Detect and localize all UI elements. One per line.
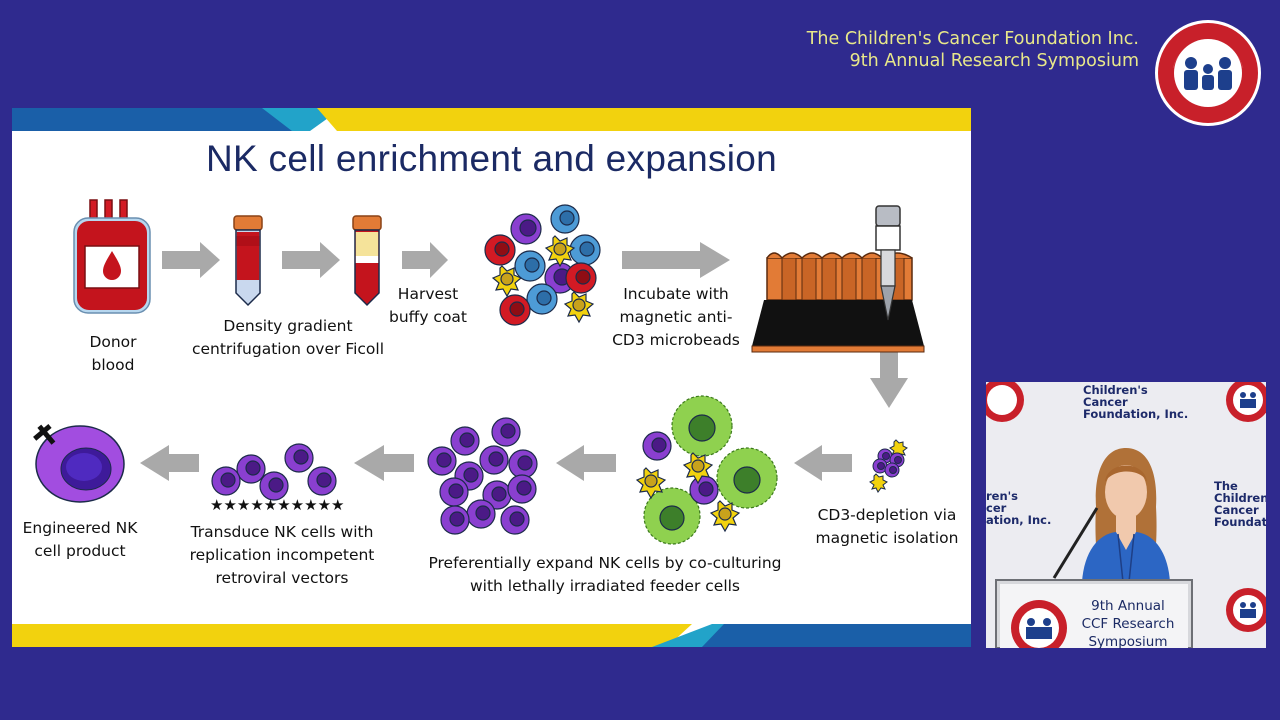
microphone-icon xyxy=(1052,507,1099,579)
podium-text: 9th Annual CCF Research Symposium xyxy=(1081,598,1175,650)
foundation-logo-icon xyxy=(1155,20,1261,126)
arrow-4-icon xyxy=(622,242,730,278)
arrow-6-icon xyxy=(556,445,616,481)
speaker-video: Children's Cancer Foundation, Inc. ren's… xyxy=(986,382,1266,648)
mixed-cells-icon xyxy=(484,204,601,326)
top-band-blue xyxy=(12,108,310,131)
backdrop-text-2: ren's cer ation, Inc. xyxy=(986,489,1052,527)
label-expand: Preferentially expand NK cells by co-cul… xyxy=(428,554,782,595)
feeder-coculture-icon xyxy=(635,395,778,545)
backdrop-text-1: Children's Cancer Foundation, Inc. xyxy=(1083,383,1189,421)
slide-graphics: ★★★★★★★★★★ xyxy=(12,108,971,647)
expanded-nk-cells-icon xyxy=(427,417,538,535)
transduced-nk-cells-icon: ★★★★★★★★★★ xyxy=(210,443,344,514)
arrow-8-icon xyxy=(140,445,199,481)
car-receptor-icon xyxy=(33,424,56,445)
label-density-gradient: Density gradient centrifugation over Fic… xyxy=(191,317,385,358)
label-harvest-buffy-coat: Harvest buffy coat xyxy=(388,285,468,326)
slide: ★★★★★★★★★★ NK cell enrichment and expans… xyxy=(12,108,971,647)
retroviral-vector-stars: ★★★★★★★★★★ xyxy=(210,496,344,514)
cd3-depleted-cells-icon xyxy=(869,439,908,493)
buffy-coat-tube-icon xyxy=(352,215,382,307)
label-cd3-depletion: CD3-depletion via magnetic isolation xyxy=(815,506,959,547)
arrow-3-icon xyxy=(402,242,448,278)
label-transduce: Transduce NK cells with replication inco… xyxy=(189,523,375,587)
header-line-1: The Children's Cancer Foundation Inc. xyxy=(806,29,1139,49)
label-donor-blood: Donor blood xyxy=(89,333,137,374)
engineered-nk-cell-icon xyxy=(33,424,125,503)
label-engineered: Engineered NK cell product xyxy=(22,519,138,560)
label-incubate: Incubate with magnetic anti- CD3 microbe… xyxy=(612,285,740,349)
blood-bag-icon xyxy=(73,199,151,314)
ficoll-tube-icon xyxy=(233,215,263,307)
event-header: The Children's Cancer Foundation Inc. 9t… xyxy=(807,28,1139,72)
header-line-2: 9th Annual Research Symposium xyxy=(849,51,1139,71)
magnetic-rack-icon xyxy=(751,205,925,353)
arrow-5-icon xyxy=(794,445,852,481)
bottom-band-yellow xyxy=(12,624,692,647)
bottom-band-blue xyxy=(702,624,971,647)
arrow-7-icon xyxy=(354,445,414,481)
speaker-scene xyxy=(986,382,1266,648)
slide-title: NK cell enrichment and expansion xyxy=(205,138,778,179)
backdrop-text-3: The Children Cancer Foundat xyxy=(1214,479,1266,529)
top-band-yellow xyxy=(317,108,971,131)
arrow-2-icon xyxy=(282,242,340,278)
arrow-1-icon xyxy=(162,242,220,278)
